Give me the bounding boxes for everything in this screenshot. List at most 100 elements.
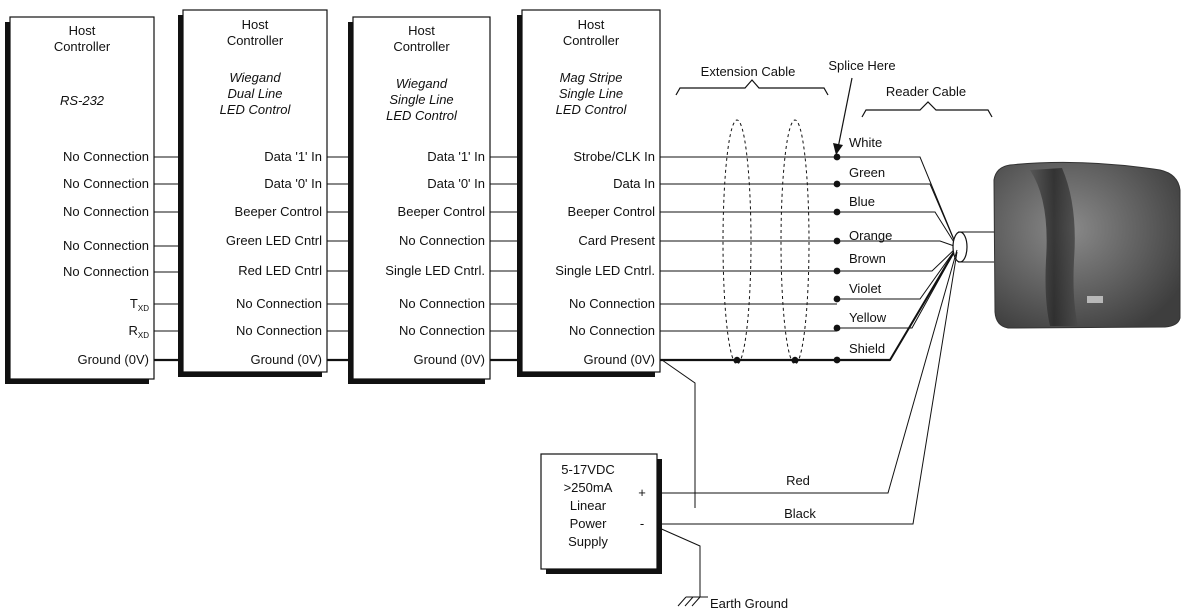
pin-label: No Connection — [569, 323, 655, 338]
black-wire-label: Black — [784, 506, 816, 521]
card-reader-logo — [1087, 296, 1103, 303]
pin-label: No Connection — [63, 264, 149, 279]
extension-cable-label: Extension Cable — [701, 64, 796, 79]
pin-label: No Connection — [236, 296, 322, 311]
controller-title: Host — [242, 17, 269, 32]
pin-label: Beeper Control — [398, 204, 486, 219]
pin-label: Beeper Control — [568, 204, 656, 219]
wire-color-label: White — [849, 135, 882, 150]
controller-title: Host — [578, 17, 605, 32]
pin-label: Ground (0V) — [250, 352, 322, 367]
controller-mode: Mag Stripe — [560, 70, 623, 85]
pin-label: Ground (0V) — [583, 352, 655, 367]
black-wire — [657, 251, 958, 525]
reader-cable-label: Reader Cable — [886, 84, 966, 99]
red-wire-label: Red — [786, 473, 810, 488]
splice-arrow — [837, 77, 853, 149]
pin-label: Green LED Cntrl — [226, 233, 322, 248]
pin-label: No Connection — [399, 233, 485, 248]
controller-title: Controller — [227, 33, 284, 48]
reader-wire — [837, 240, 958, 248]
pin-label: Card Present — [578, 233, 655, 248]
splice-point-wires: WhiteGreenBlueOrangeBrownVioletYellowShi… — [833, 135, 958, 364]
pin-label: Ground (0V) — [413, 352, 485, 367]
wire-color-label: Blue — [849, 194, 875, 209]
controller-mode: LED Control — [220, 102, 292, 117]
power-plus-label: + — [638, 485, 646, 500]
shield-ground-dot — [791, 356, 799, 364]
pin-label: Beeper Control — [235, 204, 323, 219]
controller-mode: Dual Line — [228, 86, 283, 101]
card-reader-image — [993, 161, 1181, 329]
red-wire — [657, 249, 958, 494]
pin-label: No Connection — [569, 296, 655, 311]
earth-ground-label: Earth Ground — [710, 596, 788, 611]
wire-color-label: Brown — [849, 251, 886, 266]
controller-mode: LED Control — [556, 102, 628, 117]
pin-label: No Connection — [63, 204, 149, 219]
reader-wire — [837, 246, 958, 300]
controller-box — [182, 9, 328, 373]
pin-label: No Connection — [236, 323, 322, 338]
controller-mode: Single Line — [389, 92, 453, 107]
ground-to-psu-wire — [661, 359, 696, 508]
controller-title: Host — [69, 23, 96, 38]
reader-device — [952, 161, 1181, 329]
pin-label: Data '0' In — [264, 176, 322, 191]
pin-label: No Connection — [63, 149, 149, 164]
pin-label: Data In — [613, 176, 655, 191]
cable-bundle-loop-1 — [722, 119, 752, 365]
earth-ground-tick-1 — [677, 596, 687, 607]
cable-labels: Extension Cable Splice Here Reader Cable — [675, 58, 993, 155]
pin-label: Single LED Cntrl. — [385, 263, 485, 278]
controller-mode: Wiegand — [229, 70, 281, 85]
pin-label: Data '1' In — [264, 149, 322, 164]
controller-box — [521, 9, 661, 373]
pin-label: No Connection — [63, 176, 149, 191]
wire-color-label: Shield — [849, 341, 885, 356]
controller-box — [352, 16, 491, 380]
earth-ground-tick-2 — [684, 596, 694, 607]
controller-mode: RS-232 — [60, 93, 105, 108]
controller-box — [9, 16, 155, 380]
pin-label: Ground (0V) — [77, 352, 149, 367]
pin-label: Single LED Cntrl. — [555, 263, 655, 278]
power-supply-label: Supply — [568, 534, 608, 549]
controller-mode: LED Control — [386, 108, 458, 123]
controller-title: Controller — [393, 39, 450, 54]
controller-title: Controller — [563, 33, 620, 48]
power-supply-box — [540, 453, 658, 570]
pin-label: Data '1' In — [427, 149, 485, 164]
pin-label: Red LED Cntrl — [238, 263, 322, 278]
controller-mode: Wiegand — [396, 76, 448, 91]
pin-label: No Connection — [399, 296, 485, 311]
reader-wire — [837, 183, 958, 248]
extension-cable-wires — [660, 156, 837, 364]
splice-here-label: Splice Here — [828, 58, 895, 73]
pin-label: Data '0' In — [427, 176, 485, 191]
cable-bundle-loop-2 — [780, 119, 810, 365]
extension-cable-brace — [675, 79, 829, 96]
reader-cable-brace — [861, 101, 993, 118]
reader-wire — [837, 246, 958, 272]
splice-arrowhead — [833, 143, 843, 155]
wire-color-label: Violet — [849, 281, 882, 296]
power-supply-label: 5-17VDC — [561, 462, 614, 477]
power-supply-label: >250mA — [564, 480, 613, 495]
reader-wire — [837, 211, 958, 248]
earth-ground-tick-3 — [691, 596, 701, 607]
controller-title: Host — [408, 23, 435, 38]
wire-color-label: Yellow — [849, 310, 887, 325]
pin-label: Strobe/CLK In — [573, 149, 655, 164]
controller-title: Controller — [54, 39, 111, 54]
power-supply-label: Power — [570, 516, 608, 531]
wire-color-label: Green — [849, 165, 885, 180]
shield-ground-dot — [733, 356, 741, 364]
